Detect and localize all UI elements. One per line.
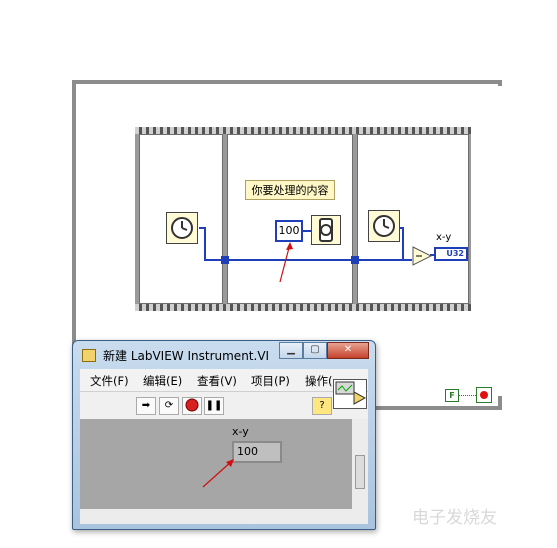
loop-condition-terminal[interactable] — [476, 387, 492, 403]
tick-count-icon[interactable] — [166, 212, 198, 244]
vertical-scrollbar[interactable] — [352, 419, 368, 509]
minimize-button[interactable]: ▁ — [279, 342, 303, 359]
flat-sequence-structure — [135, 127, 471, 311]
menu-file[interactable]: 文件(F) — [90, 374, 129, 388]
menu-project[interactable]: 项目(P) — [251, 374, 290, 388]
run-arrow-icon[interactable]: ➡ — [136, 397, 156, 415]
numeric-constant[interactable]: 100 — [275, 220, 303, 242]
sequence-tunnel-1 — [221, 256, 229, 264]
wire — [303, 230, 311, 232]
menu-operate[interactable]: 操作( — [305, 374, 333, 388]
window-title: 新建 LabVIEW Instrument.VI — [103, 349, 270, 363]
pause-icon[interactable]: ❚❚ — [204, 397, 224, 415]
front-panel-area: x-y 100 — [80, 419, 352, 509]
wire — [398, 227, 404, 229]
annotation-arrow-icon — [202, 459, 234, 488]
annotation-arrow-icon — [279, 242, 293, 283]
help-button[interactable]: ? — [312, 397, 332, 415]
horizontal-scrollbar[interactable] — [80, 509, 368, 524]
abort-icon[interactable] — [182, 397, 202, 415]
sequence-frame-3 — [357, 134, 469, 304]
vi-icon[interactable] — [333, 379, 367, 409]
while-loop-gap — [490, 86, 502, 396]
subtract-node-icon[interactable] — [412, 246, 432, 266]
film-strip-top — [135, 127, 471, 134]
wait-ms-icon[interactable] — [311, 215, 341, 245]
sequence-tunnel-2 — [351, 256, 359, 264]
wire — [430, 254, 436, 256]
indicator-label: x-y — [436, 232, 452, 243]
wire — [204, 227, 206, 260]
scrollbar-thumb[interactable] — [355, 455, 365, 489]
watermark-logo: 电子发烧友 — [412, 508, 497, 528]
front-panel-window: 新建 LabVIEW Instrument.VI ▁ ▢ ✕ 文件(F) 编辑(… — [72, 340, 376, 530]
wire — [199, 227, 205, 229]
toolbar: ➡ ⟳ ❚❚ ? — [80, 391, 368, 420]
close-button[interactable]: ✕ — [327, 342, 369, 359]
boolean-wire — [459, 395, 476, 396]
menu-view[interactable]: 查看(V) — [197, 374, 237, 388]
false-constant[interactable]: F — [445, 389, 459, 402]
maximize-button[interactable]: ▢ — [303, 342, 327, 359]
tick-count-icon[interactable] — [368, 210, 400, 242]
wire-main — [204, 259, 412, 261]
u32-indicator-terminal[interactable]: U32 — [434, 247, 468, 261]
menu-edit[interactable]: 编辑(E) — [143, 374, 183, 388]
title-bar[interactable]: 新建 LabVIEW Instrument.VI ▁ ▢ ✕ — [73, 341, 375, 369]
film-strip-bottom — [135, 304, 471, 311]
xy-numeric-indicator[interactable]: 100 — [232, 441, 282, 463]
wire — [402, 227, 404, 260]
indicator-label: x-y — [232, 425, 249, 438]
labview-app-icon — [82, 349, 96, 362]
comment-label: 你要处理的内容 — [245, 180, 335, 200]
caption-buttons: ▁ ▢ ✕ — [279, 342, 369, 360]
run-continuously-icon[interactable]: ⟳ — [159, 397, 179, 415]
menu-bar: 文件(F) 编辑(E) 查看(V) 项目(P) 操作( — [80, 369, 368, 391]
